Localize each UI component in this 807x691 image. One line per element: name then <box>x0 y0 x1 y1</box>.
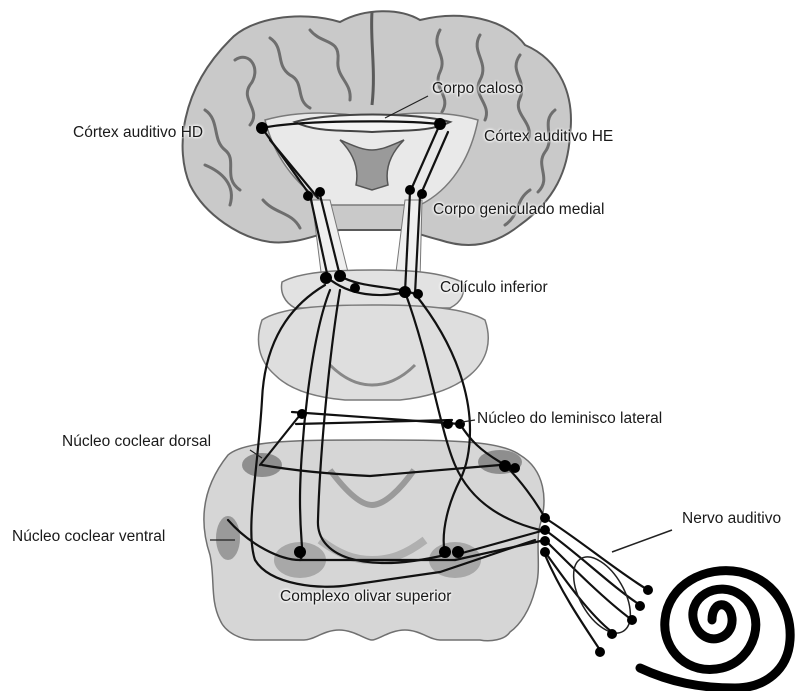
label-cortex-auditivo-hd: Córtex auditivo HD <box>73 124 203 142</box>
label-coliculo-inferior: Colículo inferior <box>440 279 548 297</box>
label-nervo-auditivo: Nervo auditivo <box>682 510 781 528</box>
label-complexo-olivar-superior: Complexo olivar superior <box>280 588 451 606</box>
label-corpo-geniculado-medial: Corpo geniculado medial <box>433 201 604 219</box>
label-corpo-caloso: Corpo caloso <box>432 80 523 98</box>
cochlea-spiral <box>640 571 790 688</box>
label-cortex-auditivo-he: Córtex auditivo HE <box>484 128 613 146</box>
label-nucleo-coclear-ventral: Núcleo coclear ventral <box>12 528 165 546</box>
label-nucleo-coclear-dorsal: Núcleo coclear dorsal <box>62 433 211 451</box>
nerve-bundle-marker <box>562 530 672 642</box>
label-nucleo-leminisco-lateral: Núcleo do leminisco lateral <box>477 410 662 428</box>
